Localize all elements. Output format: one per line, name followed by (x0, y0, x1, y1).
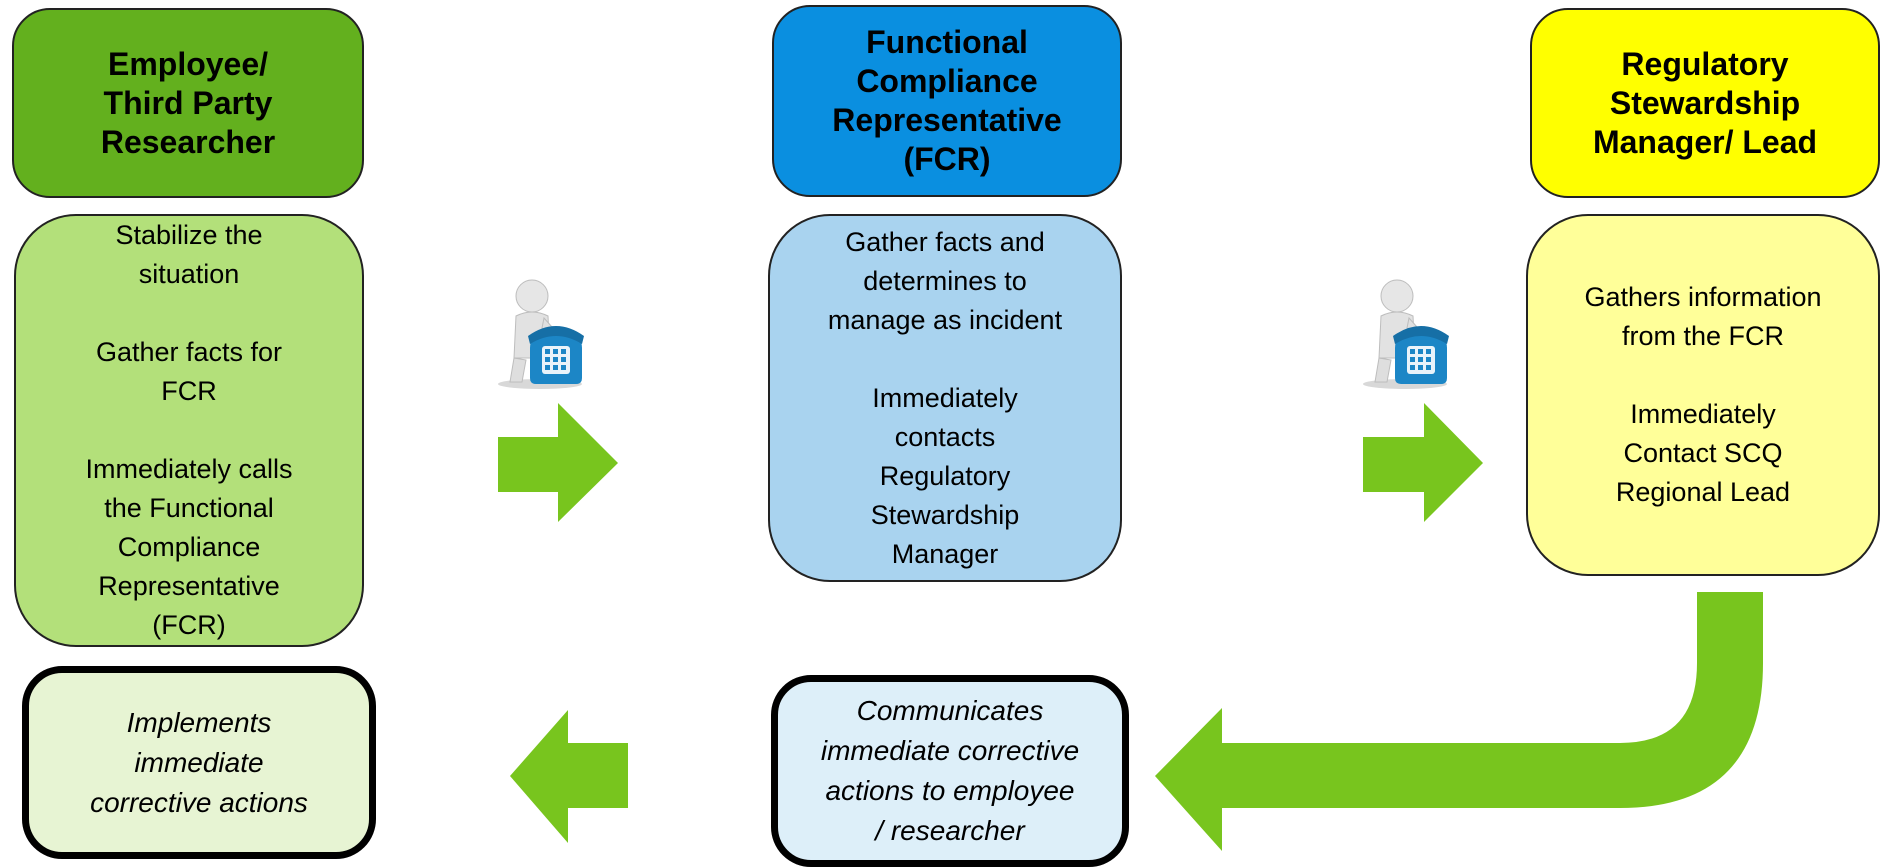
employee-steps-box: Stabilize the situation Gather facts for… (14, 214, 364, 647)
rsm-header-label: Regulatory Stewardship Manager/ Lead (1592, 45, 1818, 160)
fcr-header-label: Functional Compliance Representative (FC… (832, 24, 1062, 177)
implements-actions-text: Implements immediate corrective actions (90, 706, 308, 818)
person-phone-icon (1363, 279, 1449, 389)
right-arrow-1 (498, 403, 618, 522)
fcr-header: Functional Compliance Representative (FC… (772, 5, 1122, 197)
fcr-steps-box: Gather facts and determines to manage as… (768, 214, 1122, 582)
employee-steps-text: Stabilize the situation Gather facts for… (85, 220, 293, 640)
person-phone-icon (498, 279, 584, 389)
rsm-steps-text: Gathers information from the FCR Immedia… (1584, 282, 1822, 507)
communicates-actions-box: Communicates immediate corrective action… (771, 675, 1129, 867)
right-arrow-2 (1363, 403, 1483, 522)
rsm-header: Regulatory Stewardship Manager/ Lead (1530, 8, 1880, 198)
communicates-actions-text: Communicates immediate corrective action… (820, 695, 1080, 846)
left-arrow (510, 710, 628, 843)
fcr-steps-text: Gather facts and determines to manage as… (827, 226, 1063, 569)
employee-header: Employee/ Third Party Researcher (12, 8, 364, 198)
rsm-steps-box: Gathers information from the FCR Immedia… (1526, 214, 1880, 576)
employee-header-label: Employee/ Third Party Researcher (100, 45, 276, 160)
u-turn-arrow (1155, 592, 1763, 851)
implements-actions-box: Implements immediate corrective actions (22, 666, 376, 859)
